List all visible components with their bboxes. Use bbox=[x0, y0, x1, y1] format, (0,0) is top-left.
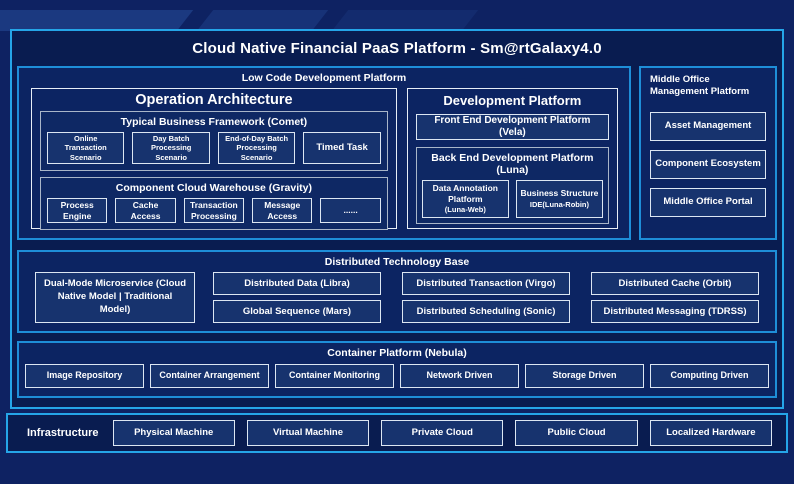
container-platform-section: Container Platform (Nebula) Image Reposi… bbox=[17, 341, 777, 398]
low-code-inner: Operation Architecture Typical Business … bbox=[31, 88, 618, 231]
node-container-monitoring: Container Monitoring bbox=[275, 364, 394, 388]
component-cloud-warehouse-label: Component Cloud Warehouse (Gravity) bbox=[115, 182, 312, 195]
framework-items-row: Online Transaction Scenario Day Batch Pr… bbox=[47, 132, 381, 165]
back-end-items-row: Data Annotation Platform (Luna-Web) Busi… bbox=[421, 180, 603, 218]
decorative-streak bbox=[331, 10, 479, 31]
platform-frame: Cloud Native Financial PaaS Platform - S… bbox=[10, 29, 784, 409]
node-front-end-development-platform-vela: Front End Development Platform (Vela) bbox=[415, 114, 609, 140]
node-cache-access: Cache Access bbox=[115, 198, 176, 224]
typical-business-framework-box: Typical Business Framework (Comet) Onlin… bbox=[40, 111, 388, 172]
component-cloud-warehouse-box: Component Cloud Warehouse (Gravity) Proc… bbox=[40, 177, 388, 231]
node-day-batch-processing-scenario: Day Batch Processing Scenario bbox=[132, 132, 210, 165]
node-private-cloud: Private Cloud bbox=[381, 420, 504, 446]
container-platform-label: Container Platform (Nebula) bbox=[327, 347, 467, 359]
node-title: Data Annotation Platform bbox=[432, 183, 498, 204]
container-items-row: Image Repository Container Arrangement C… bbox=[25, 364, 769, 388]
operation-architecture-title: Operation Architecture bbox=[135, 92, 293, 108]
typical-business-framework-label: Typical Business Framework (Comet) bbox=[120, 116, 308, 128]
development-platform-box: Development Platform Front End Developme… bbox=[406, 88, 618, 229]
infrastructure-section: Infrastructure Physical Machine Virtual … bbox=[6, 413, 788, 453]
infrastructure-items-row: Physical Machine Virtual Machine Private… bbox=[112, 420, 773, 446]
node-container-arrangement: Container Arrangement bbox=[150, 364, 269, 388]
node-subtitle: IDE(Luna-Robin) bbox=[529, 199, 590, 209]
node-asset-management: Asset Management bbox=[650, 111, 766, 141]
distributed-technology-base-section: Distributed Technology Base Dual-Mode Mi… bbox=[17, 250, 777, 333]
node-distributed-scheduling-sonic: Distributed Scheduling (Sonic) bbox=[402, 300, 570, 323]
back-end-development-platform-label: Back End Development Platform (Luna) bbox=[431, 152, 594, 176]
distributed-technology-base-label: Distributed Technology Base bbox=[324, 256, 470, 268]
node-online-transaction-scenario: Online Transaction Scenario bbox=[47, 132, 125, 165]
decorative-streak bbox=[196, 10, 329, 31]
node-image-repository: Image Repository bbox=[25, 364, 144, 388]
infrastructure-label: Infrastructure bbox=[27, 427, 99, 439]
node-title: Business Structure bbox=[520, 188, 599, 199]
node-end-of-day-batch-processing-scenario: End-of-Day Batch Processing Scenario bbox=[217, 132, 296, 165]
low-code-platform-label: Low Code Development Platform bbox=[241, 72, 407, 84]
distributed-grid: Distributed Data (Libra) Distributed Tra… bbox=[213, 272, 759, 323]
node-public-cloud: Public Cloud bbox=[515, 420, 638, 446]
node-ellipsis: ...... bbox=[320, 198, 381, 224]
back-end-development-platform-box: Back End Development Platform (Luna) Dat… bbox=[415, 147, 609, 224]
operation-architecture-box: Operation Architecture Typical Business … bbox=[31, 88, 397, 231]
node-distributed-cache-orbit: Distributed Cache (Orbit) bbox=[591, 272, 759, 295]
diagram-title: Cloud Native Financial PaaS Platform - S… bbox=[192, 40, 602, 57]
node-transaction-processing: Transaction Processing bbox=[183, 198, 245, 224]
node-component-ecosystem: Component Ecosystem bbox=[650, 149, 766, 179]
node-subtitle: (Luna-Web) bbox=[444, 205, 486, 215]
node-distributed-data-libra: Distributed Data (Libra) bbox=[213, 272, 381, 295]
middle-office-management-platform-section: Middle Office Management Platform Asset … bbox=[639, 66, 777, 240]
node-global-sequence-mars: Global Sequence (Mars) bbox=[213, 300, 381, 323]
low-code-development-platform-section: Low Code Development Platform Operation … bbox=[17, 66, 631, 240]
node-message-access: Message Access bbox=[252, 198, 313, 224]
node-computing-driven: Computing Driven bbox=[650, 364, 769, 388]
node-distributed-transaction-virgo: Distributed Transaction (Virgo) bbox=[402, 272, 570, 295]
node-process-engine: Process Engine bbox=[47, 198, 108, 224]
node-storage-driven: Storage Driven bbox=[525, 364, 644, 388]
node-localized-hardware: Localized Hardware bbox=[649, 420, 773, 446]
middle-office-label: Middle Office Management Platform bbox=[650, 74, 750, 98]
node-business-structure-ide: Business Structure IDE(Luna-Robin) bbox=[515, 180, 603, 218]
node-middle-office-portal: Middle Office Portal bbox=[650, 187, 766, 217]
node-virtual-machine: Virtual Machine bbox=[246, 420, 370, 446]
node-data-annotation-platform: Data Annotation Platform (Luna-Web) bbox=[421, 180, 509, 218]
node-dual-mode-microservice: Dual-Mode Microservice (Cloud Native Mod… bbox=[35, 272, 195, 323]
node-physical-machine: Physical Machine bbox=[112, 420, 235, 446]
development-platform-title: Development Platform bbox=[443, 93, 582, 108]
node-timed-task: Timed Task bbox=[303, 132, 381, 165]
node-network-driven: Network Driven bbox=[400, 364, 519, 388]
node-distributed-messaging-tdrss: Distributed Messaging (TDRSS) bbox=[591, 300, 759, 323]
warehouse-items-row: Process Engine Cache Access Transaction … bbox=[47, 198, 381, 224]
decorative-streak bbox=[0, 10, 194, 31]
distributed-content: Dual-Mode Microservice (Cloud Native Mod… bbox=[35, 272, 759, 323]
top-row: Low Code Development Platform Operation … bbox=[17, 66, 777, 240]
